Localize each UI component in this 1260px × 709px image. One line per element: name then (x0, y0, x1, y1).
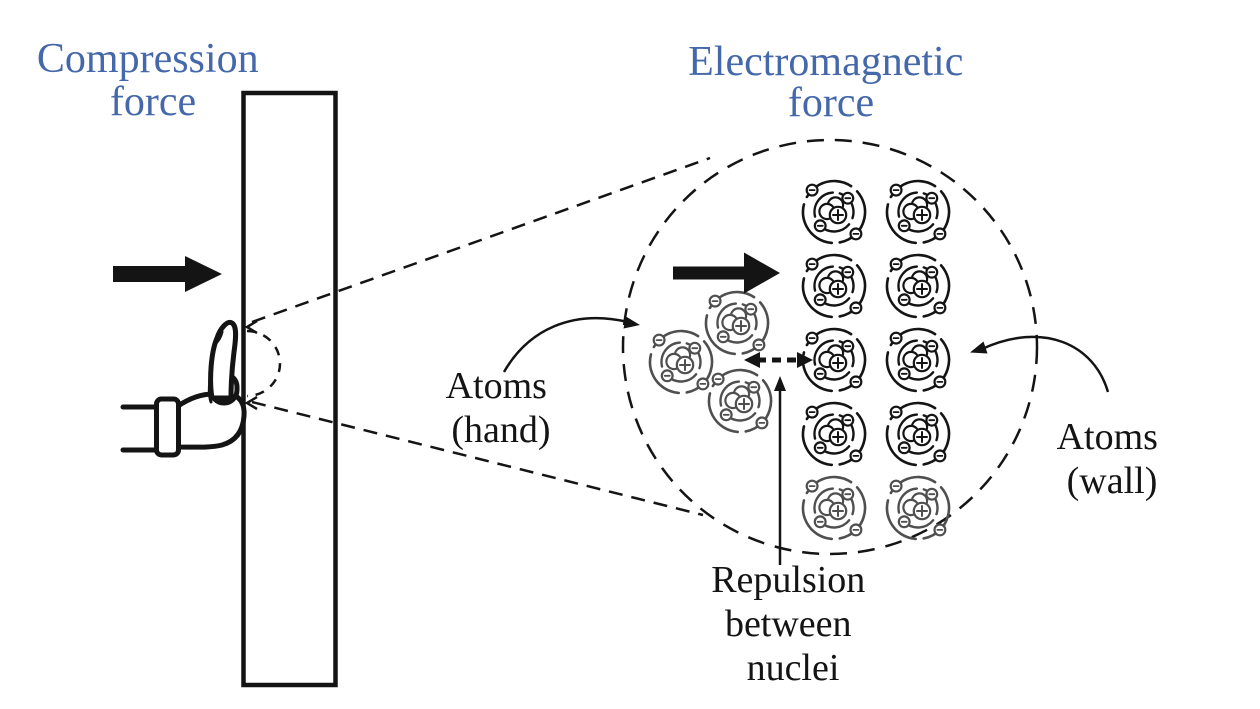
atom-icon (874, 242, 962, 330)
hand-push-icon (120, 319, 247, 458)
atom-icon (790, 242, 878, 330)
atom-icon (790, 464, 878, 552)
wall-rect (241, 90, 338, 688)
nuclei-arrow-head (774, 376, 786, 391)
palm-crease (207, 378, 213, 404)
repulsion-arrow-head-left (744, 352, 760, 368)
cone-line-bottom (251, 400, 704, 517)
nuclei-pointer-arrow-icon (774, 376, 786, 565)
zoom-contact-icon (246, 329, 282, 398)
atoms-wall-label: Atoms (wall) (1057, 416, 1168, 502)
repulsion-arrow-head-right (797, 352, 813, 368)
cuff-shape (154, 396, 181, 458)
hand-atoms-arrow-curve (502, 317, 629, 373)
magnifier-cone-icon (244, 156, 711, 517)
repulsion-label: Repulsion between nuclei (711, 559, 875, 689)
cone-line-top (251, 156, 711, 324)
repulsion-double-arrow-icon (744, 352, 813, 368)
index-finger-shape (208, 319, 239, 401)
hand-atoms-pointer-arrow-icon (502, 316, 640, 373)
atom-icon (790, 168, 878, 256)
cone-tip-bottom (244, 395, 258, 411)
electromagnetic-force-label: Electromagnetic force (688, 39, 974, 126)
fist-shape (175, 391, 247, 450)
micro-view: Electromagnetic force (446, 39, 1168, 689)
atoms-hand-label: Atoms (hand) (446, 365, 557, 451)
hand-atoms-arrow-head (623, 316, 640, 329)
wall-atoms-arrow-head (970, 341, 988, 354)
finger-crease (212, 330, 224, 347)
macro-view: Compression force (37, 36, 711, 688)
atom-icon (874, 390, 962, 478)
cone-tip-top (244, 319, 258, 335)
atom-icon (874, 316, 962, 404)
atom-icon (874, 168, 962, 256)
force-arrow-icon (673, 252, 780, 294)
atom-icon (693, 279, 781, 367)
wall-atoms-pointer-arrow-icon (970, 335, 1110, 393)
compression-force-label: Compression force (37, 36, 269, 125)
zoom-circle-icon (621, 138, 1039, 556)
compression-force-arrow-icon (113, 256, 222, 292)
wall-atoms-arrow-curve (981, 335, 1110, 393)
atom-icon (874, 464, 962, 552)
atom-icon (790, 390, 878, 478)
atom-icon (637, 318, 725, 406)
